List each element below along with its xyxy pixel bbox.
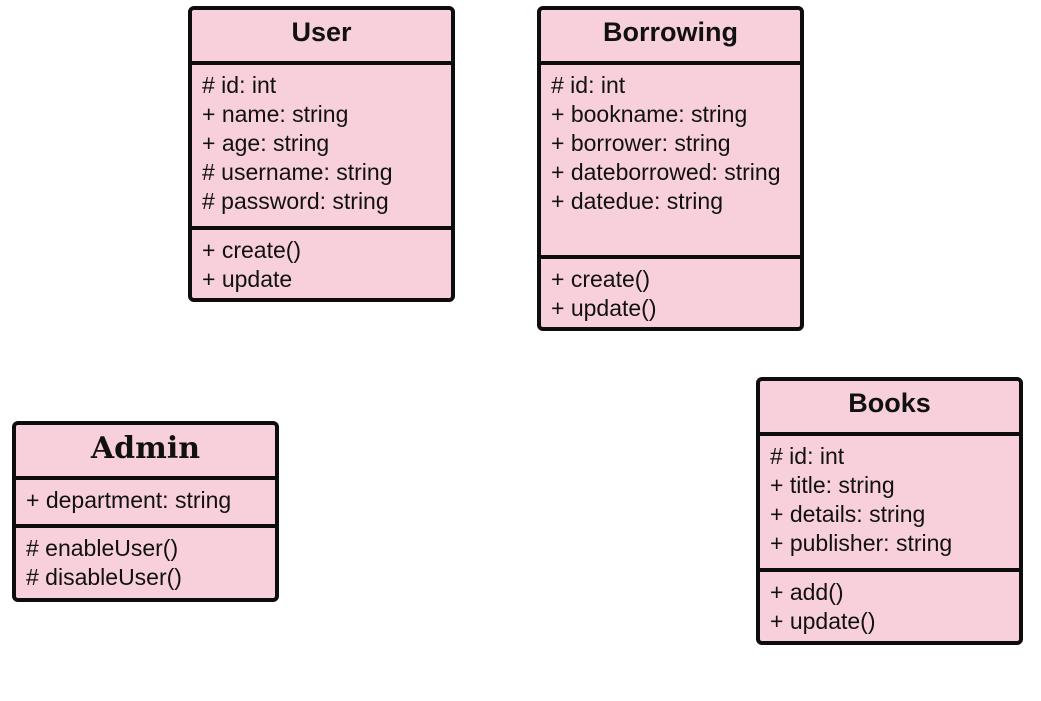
attributes-section-admin: + department: string: [16, 480, 275, 528]
class-name-books: Books: [760, 381, 1019, 436]
attribute-borrowing-datedue: + datedue: string: [551, 188, 723, 214]
class-name-borrowing: Borrowing: [541, 10, 800, 65]
method-admin-disable-user: # disableUser(): [26, 564, 182, 590]
methods-section-admin: # enableUser() # disableUser(): [16, 528, 275, 592]
attribute-borrowing-borrower: + borrower: string: [551, 130, 731, 156]
class-box-user: User # id: int + name: string + age: str…: [188, 6, 455, 302]
attributes-section-user: # id: int + name: string + age: string #…: [192, 65, 451, 230]
class-box-books: Books # id: int + title: string + detail…: [756, 377, 1023, 645]
attribute-user-password: # password: string: [202, 188, 389, 214]
attribute-user-name: + name: string: [202, 101, 349, 127]
attribute-admin-department: + department: string: [26, 487, 232, 513]
attribute-books-title: + title: string: [770, 472, 895, 498]
methods-section-user: + create() + update: [192, 230, 451, 294]
attribute-borrowing-dateborrowed: + dateborrowed: string: [551, 159, 781, 185]
methods-section-books: + add() + update(): [760, 572, 1019, 636]
method-admin-enable-user: # enableUser(): [26, 535, 179, 561]
class-name-admin: Admin: [16, 425, 275, 480]
attribute-books-id: # id: int: [770, 443, 845, 469]
attribute-borrowing-id: # id: int: [551, 72, 626, 98]
class-name-user: User: [192, 10, 451, 65]
class-box-admin: Admin + department: string # enableUser(…: [12, 421, 279, 602]
method-user-update: + update: [202, 266, 293, 292]
attribute-borrowing-bookname: + bookname: string: [551, 101, 748, 127]
method-books-add: + add(): [770, 579, 844, 605]
attributes-section-books: # id: int + title: string + details: str…: [760, 436, 1019, 572]
attributes-section-borrowing: # id: int + bookname: string + borrower:…: [541, 65, 800, 259]
method-user-create: + create(): [202, 237, 302, 263]
methods-section-borrowing: + create() + update(): [541, 259, 800, 323]
method-borrowing-update: + update(): [551, 295, 657, 321]
method-books-update: + update(): [770, 608, 876, 634]
class-box-borrowing: Borrowing # id: int + bookname: string +…: [537, 6, 804, 331]
attribute-books-details: + details: string: [770, 501, 926, 527]
attribute-user-username: # username: string: [202, 159, 393, 185]
attribute-user-age: + age: string: [202, 130, 330, 156]
method-borrowing-create: + create(): [551, 266, 651, 292]
attribute-user-id: # id: int: [202, 72, 277, 98]
attribute-books-publisher: + publisher: string: [770, 530, 953, 556]
